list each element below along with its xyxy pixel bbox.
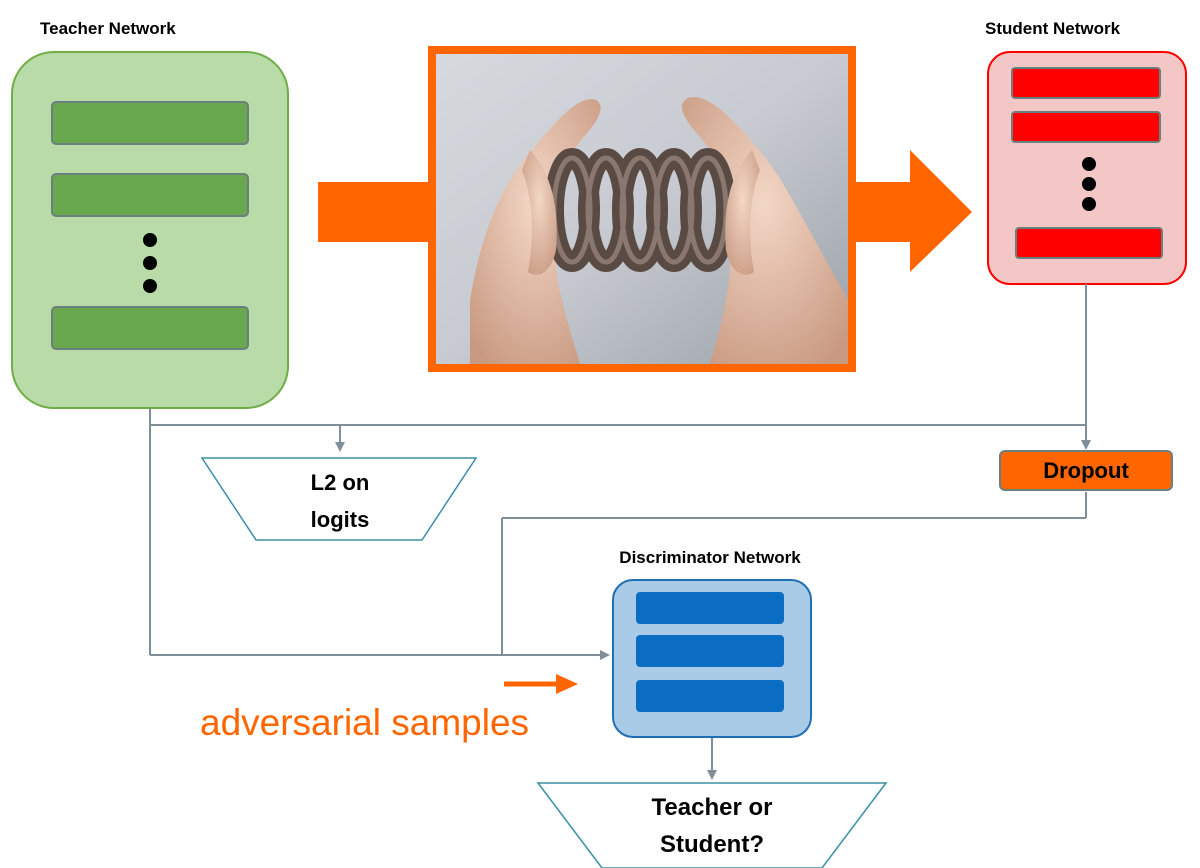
l2-loss-line2: logits — [311, 507, 370, 532]
discriminator-layer — [636, 592, 784, 624]
student-layer — [1015, 227, 1163, 259]
connectors — [149, 284, 1091, 780]
ellipsis-dot — [143, 279, 157, 293]
student-layer — [1011, 67, 1161, 99]
ellipsis-dot — [1082, 157, 1096, 171]
teacher-layer — [51, 306, 249, 350]
discriminator-network-title: Discriminator Network — [619, 548, 801, 567]
teacher-network-title: Teacher Network — [40, 19, 176, 38]
discriminator-layer — [636, 680, 784, 712]
l2-loss-block: L2 on logits — [200, 457, 478, 541]
adversarial-samples-label: adversarial samples — [200, 702, 529, 743]
teacher-network — [11, 51, 289, 409]
ellipsis-dot — [143, 256, 157, 270]
output-line1: Teacher or — [652, 794, 773, 821]
discriminator-layer — [636, 635, 784, 667]
student-layer — [1011, 111, 1161, 143]
l2-loss-line1: L2 on — [311, 470, 370, 495]
student-network-title: Student Network — [985, 19, 1121, 38]
teacher-layer — [51, 101, 249, 145]
output-block: Teacher or Student? — [536, 782, 888, 868]
teacher-layer — [51, 173, 249, 217]
adversarial-input: adversarial samples — [200, 674, 578, 743]
ellipsis-dot — [1082, 177, 1096, 191]
student-network — [987, 51, 1187, 285]
compression-image — [428, 46, 856, 372]
output-line2: Student? — [660, 831, 764, 858]
ellipsis-dot — [143, 233, 157, 247]
ellipsis-dot — [1082, 197, 1096, 211]
adversarial-arrow-icon — [556, 674, 578, 694]
dropout-label: Dropout — [1043, 458, 1129, 483]
discriminator-network — [612, 579, 812, 738]
dropout-block: Dropout — [999, 450, 1173, 491]
